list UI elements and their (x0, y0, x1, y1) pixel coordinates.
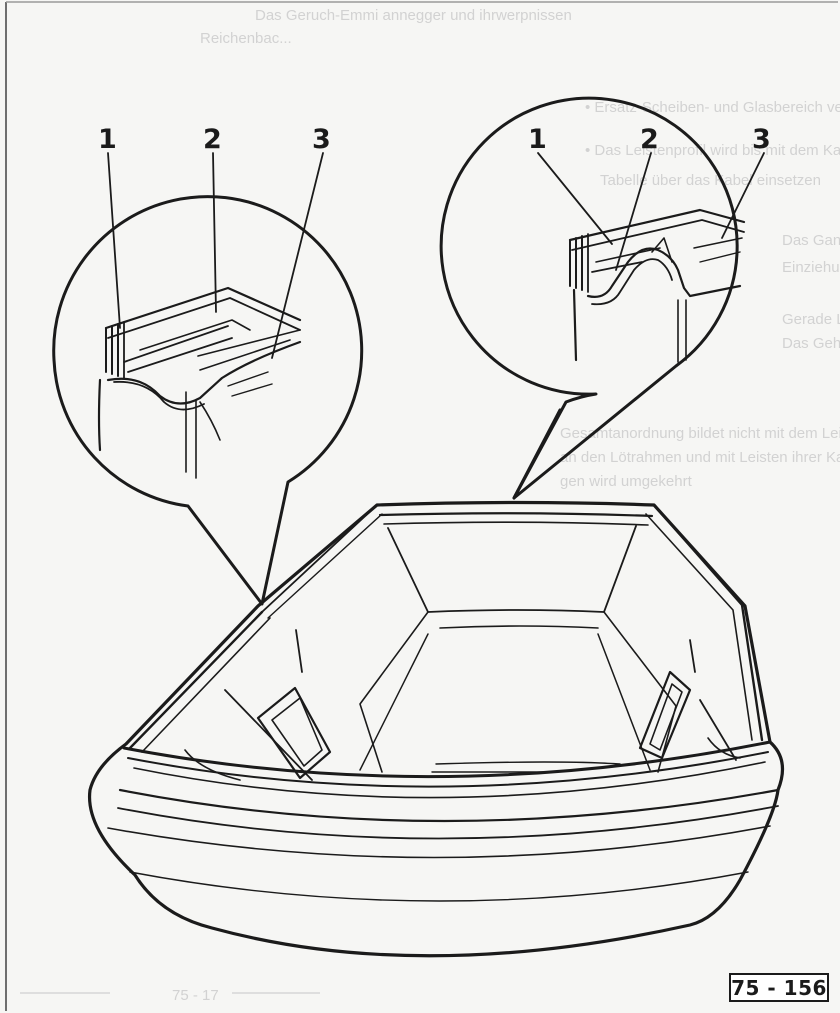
bleed-line-11: an den Lötrahmen und mit Leisten ihrer K… (560, 449, 840, 466)
callout-right-2: 2 (640, 124, 659, 155)
bleed-line-10: Gesamtanordnung bildet nicht mit dem Lei… (560, 425, 840, 442)
bleed-line-8: Gerade Leistenprofil (782, 311, 840, 328)
callout-labels-right: 1 2 3 (528, 124, 771, 155)
bleed-line-6: Das Ganze... (782, 232, 840, 249)
bleed-line-4: • Das Leistenprofil wird bis mit dem Kab… (585, 142, 840, 159)
figure-reference-box: 75 - 156 (729, 973, 829, 1002)
seal-profile-right (568, 208, 746, 363)
callout-left-3: 3 (312, 124, 331, 155)
callout-right-1: 1 (528, 124, 547, 155)
bleed-through-text: Das Geruch-Emmi annegger und ihrwerpniss… (20, 7, 840, 1004)
detail-right-magnifier (439, 96, 765, 500)
callout-left-2: 2 (203, 124, 222, 155)
callout-left-1: 1 (98, 124, 117, 155)
bleed-line-5: Tabelle über das Kabel einsetzen (600, 172, 821, 189)
bleed-line-1: Das Geruch-Emmi annegger und ihrwerpniss… (255, 7, 572, 24)
bleed-page-number: 75 - 17 (172, 987, 219, 1004)
scan-frame (5, 1, 838, 1011)
bleed-line-9: Das Gehäuse (782, 335, 840, 352)
callout-right-3: 3 (752, 124, 771, 155)
bleed-line-12: gen wird umgekehrt (560, 473, 693, 490)
bleed-line-2: Reichenbac... (200, 30, 292, 47)
shell-body (87, 500, 785, 958)
callout-labels-left: 1 2 3 (98, 124, 331, 155)
seal-profile-left (97, 286, 302, 479)
bleed-line-7: Einziehung... (782, 259, 840, 276)
detail-left-magnifier (52, 152, 364, 606)
